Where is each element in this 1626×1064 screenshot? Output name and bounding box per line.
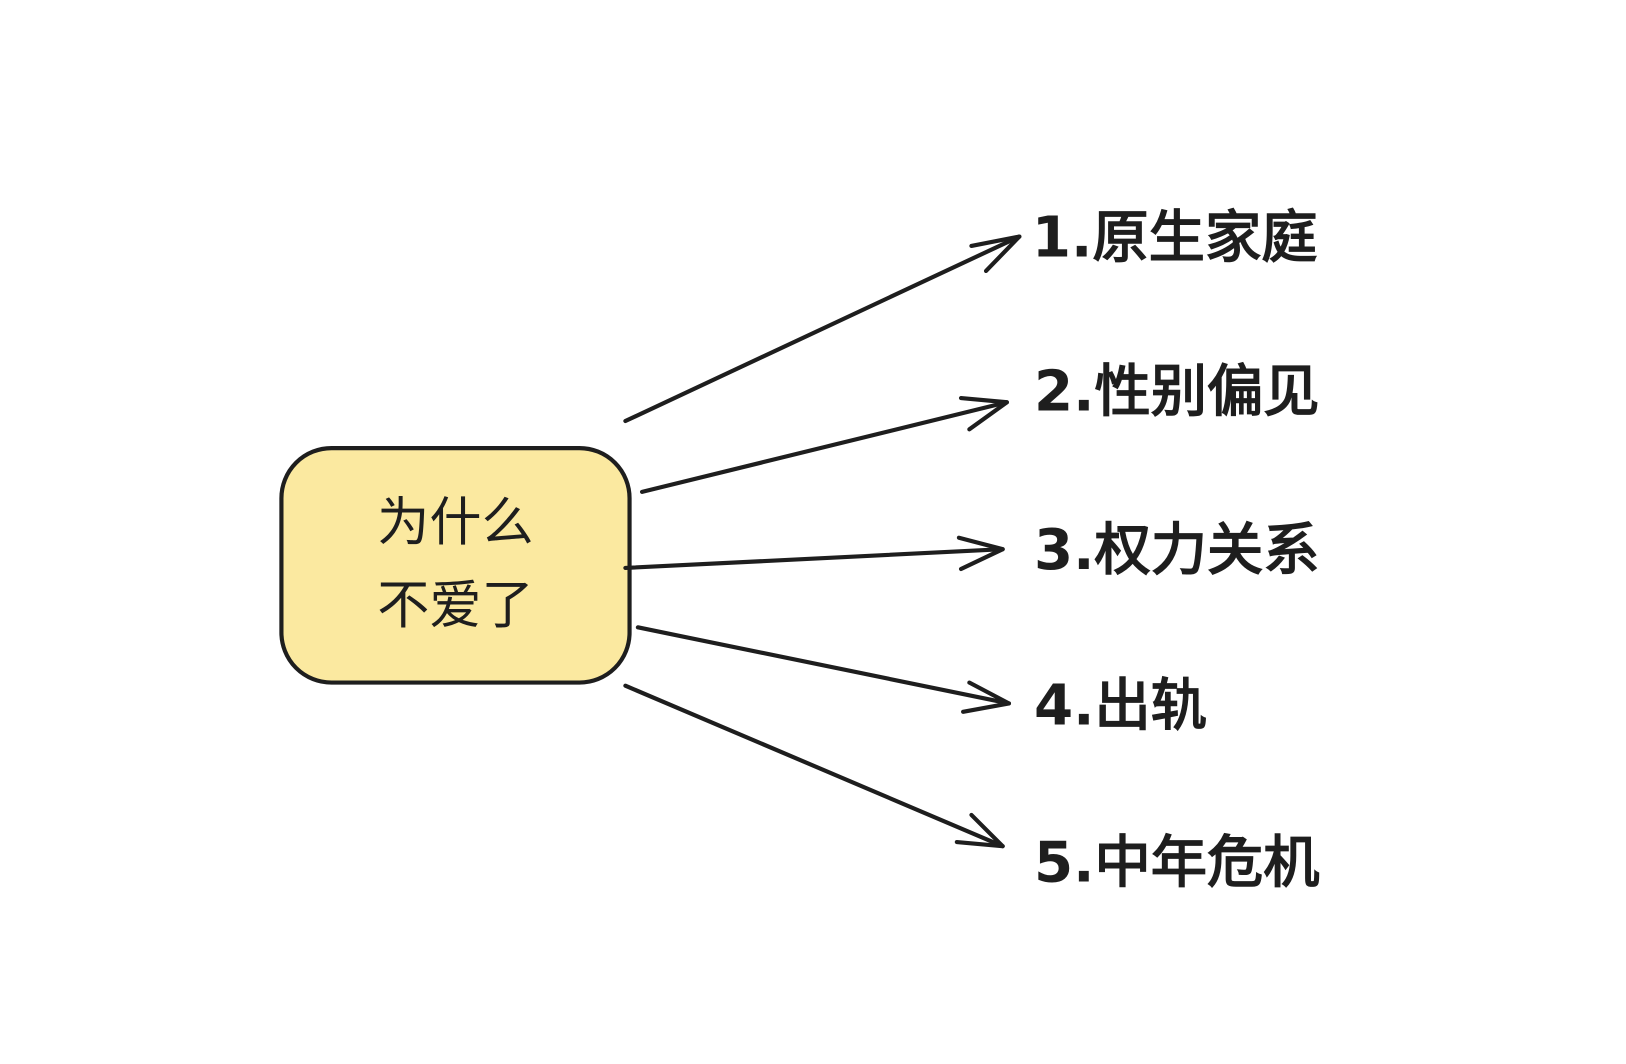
branch-label-1[interactable]: 1.原生家庭 xyxy=(1032,205,1318,270)
branch-label-2[interactable]: 2.性别偏见 xyxy=(1034,360,1320,425)
arrow-4-shaft xyxy=(635,625,1012,706)
arrow-4 xyxy=(635,625,1012,714)
center-node-box xyxy=(279,446,632,685)
center-node-line-2: 不爱了 xyxy=(377,576,533,636)
arrow-2-shaft xyxy=(639,400,1009,494)
arrow-5-head xyxy=(954,812,1005,849)
arrow-5 xyxy=(623,683,1005,849)
arrow-3 xyxy=(623,535,1005,572)
arrow-4-head xyxy=(961,680,1012,714)
arrow-1 xyxy=(623,234,1022,424)
arrow-2 xyxy=(639,396,1009,494)
arrow-2-head xyxy=(958,396,1009,432)
branch-label-5[interactable]: 5.中年危机 xyxy=(1034,831,1320,896)
branch-label-3[interactable]: 3.权力关系 xyxy=(1034,518,1320,583)
arrow-3-head xyxy=(956,535,1005,572)
arrow-3-shaft xyxy=(623,547,1005,571)
arrow-5-shaft xyxy=(623,683,1005,849)
branch-label-4[interactable]: 4.出轨 xyxy=(1034,673,1207,738)
center-node-line-1: 为什么 xyxy=(377,493,533,553)
arrow-1-shaft xyxy=(623,234,1022,424)
arrow-1-head xyxy=(969,234,1022,274)
center-node[interactable]: 为什么 不爱了 xyxy=(279,446,632,685)
